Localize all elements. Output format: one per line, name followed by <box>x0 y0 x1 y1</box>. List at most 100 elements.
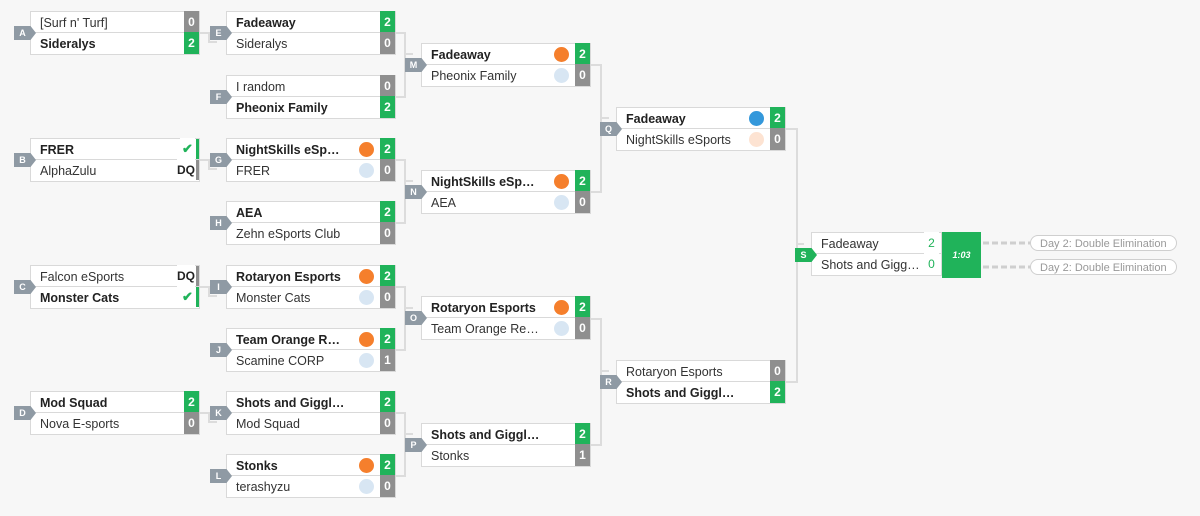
team-name: AlphaZulu <box>40 164 97 178</box>
team-row[interactable]: Shots and Giggles 2 <box>226 391 396 413</box>
next-stage-link[interactable]: Day 2: Double Elimination <box>1030 259 1177 275</box>
match-label-e: E <box>210 26 232 40</box>
score: 0 <box>380 222 395 244</box>
team-name: Fadeaway <box>236 16 296 30</box>
team-name: Stonks <box>431 449 470 463</box>
match-label-j: J <box>210 343 232 357</box>
team-name: terashyzu <box>236 480 291 494</box>
team-name: FRER <box>236 164 271 178</box>
team-name: Rotaryon Esports <box>431 301 536 315</box>
score: 0 <box>380 75 395 97</box>
score: 2 <box>380 201 395 223</box>
score: 0 <box>184 412 199 434</box>
score: 2 <box>380 96 395 118</box>
status-dot <box>749 132 764 147</box>
team-name: Sideralys <box>40 37 96 51</box>
match-label-m: M <box>405 58 427 72</box>
team-name: AEA <box>431 196 457 210</box>
team-row[interactable]: Mod Squad 2 <box>30 391 200 413</box>
team-row[interactable]: FRER✔ <box>30 138 200 160</box>
next-stage-link[interactable]: Day 2: Double Elimination <box>1030 235 1177 251</box>
match-label-i: I <box>210 280 232 294</box>
team-name: Mod Squad <box>40 396 108 410</box>
team-row[interactable]: Team Orange Recycling0 <box>421 317 591 340</box>
status-dot <box>359 332 374 347</box>
team-row[interactable]: Monster Cats ✔ <box>30 286 200 309</box>
team-name: Scamine CORP <box>236 354 325 368</box>
score: 2 <box>380 138 395 160</box>
team-row[interactable]: I random 0 <box>226 75 396 97</box>
status-dot <box>359 290 374 305</box>
team-row[interactable]: NightSkills eSports 2 <box>226 138 396 160</box>
score: 2 <box>184 32 199 54</box>
team-name: Monster Cats <box>40 291 120 305</box>
team-name: Rotaryon Esports <box>236 270 341 284</box>
score: 0 <box>380 412 395 434</box>
match-a[interactable]: [Surf n' Turf]0 Sideralys 2 <box>30 11 200 55</box>
team-row[interactable]: [Surf n' Turf]0 <box>30 11 200 33</box>
match-label-g: G <box>210 153 232 167</box>
score: 0 <box>770 360 785 382</box>
match-label-l: L <box>210 469 232 483</box>
team-row[interactable]: Sideralys 2 <box>30 32 200 55</box>
status-dot <box>359 142 374 157</box>
team-name: Shots and Giggles <box>236 396 345 410</box>
team-name: Fadeaway <box>431 48 491 62</box>
score: 2 <box>184 391 199 413</box>
status-dot <box>359 479 374 494</box>
checkmark-icon: ✔ <box>180 286 199 308</box>
score: 2 <box>380 391 395 413</box>
score: 0 <box>184 11 199 33</box>
status-dot <box>749 111 764 126</box>
team-name: NightSkills eSports <box>236 143 345 157</box>
team-name: I random <box>236 80 286 94</box>
team-row[interactable]: Team Orange Republic2 <box>226 328 396 350</box>
